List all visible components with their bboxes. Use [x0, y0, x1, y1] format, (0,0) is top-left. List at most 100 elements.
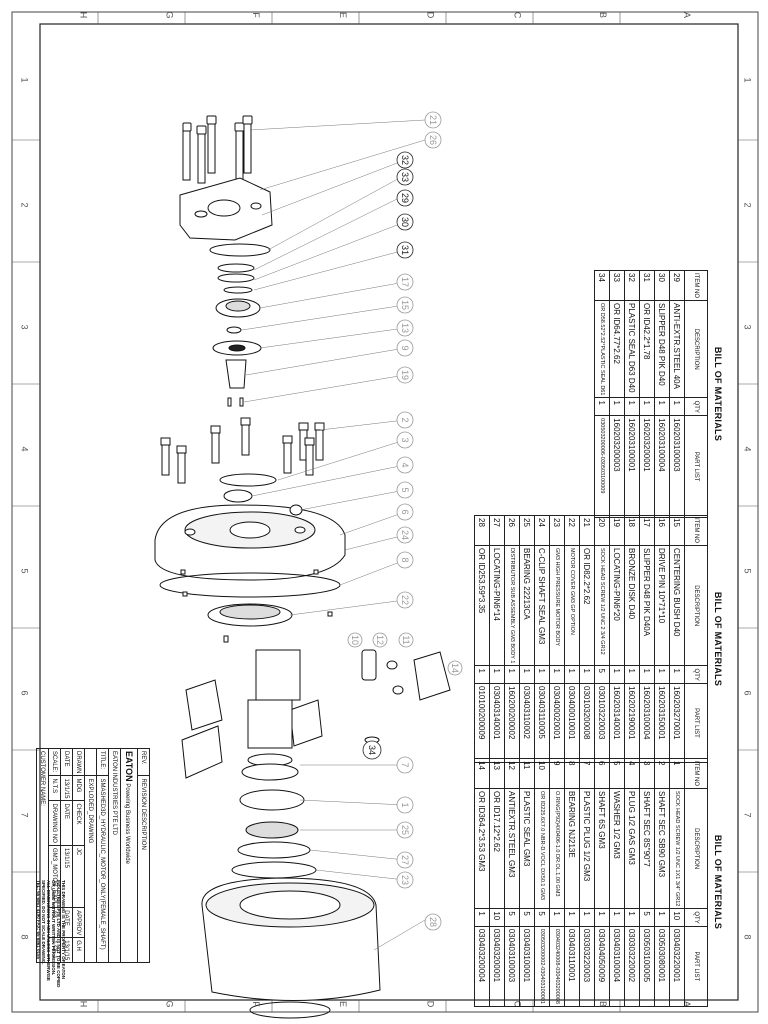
bom-part-no: 030400010001: [564, 683, 580, 763]
ruler-label: 7: [19, 812, 30, 818]
col-qty: QTY: [684, 908, 708, 927]
bom-qty: 10: [489, 908, 505, 927]
bom-item-no: 7: [579, 758, 595, 789]
bom-description: SHAFT 6S GM3: [594, 788, 610, 909]
bom-part-no: 030103200008: [579, 683, 595, 763]
bom-qty: 1: [549, 665, 565, 684]
col-item: ITEM NO: [684, 758, 708, 789]
ruler-label: 6: [19, 690, 30, 696]
bom-description: BEARING 22213CA: [519, 545, 535, 666]
top-bolts: [182, 115, 253, 184]
bom-item-no: 15: [669, 515, 685, 546]
bom-item-no: 14: [474, 758, 490, 789]
ruler-label: G: [164, 1000, 175, 1008]
bom-title: BILL OF MATERIALS: [713, 346, 723, 442]
bom-description: SLIPPER D48 PIK D40A: [639, 545, 655, 666]
ruler-label: H: [78, 1000, 89, 1008]
bom-item-no: 5: [609, 758, 625, 789]
bom-table-1: BILL OF MATERIALS ITEM NO DESCRIPTION QT…: [474, 758, 728, 1007]
bom-description: ANTIEXTR.STEEL GM3: [504, 788, 520, 909]
bom-part-no: 030503100005: [639, 926, 655, 1007]
bom-item-no: 6: [594, 758, 610, 789]
bom-description: O.RING(P92)4X0406-1.0 DR.OL.1.00 GM3: [549, 788, 565, 909]
drawing-no-label: DRAWING NO: [48, 800, 61, 846]
svg-text:23: 23: [400, 875, 410, 885]
col-part: PART LIST: [684, 415, 708, 518]
bom-qty: 10: [669, 908, 685, 927]
ruler-label: 8: [742, 934, 753, 940]
svg-text:3: 3: [400, 437, 410, 442]
company-name: EATON INDUSTRIES PTE LTD: [108, 748, 121, 963]
bom-qty: 1: [609, 908, 625, 927]
bom-qty: 1: [504, 665, 520, 684]
bom-description: DRIVE PIN 10*71*10: [654, 545, 670, 666]
col-qty: QTY: [684, 397, 708, 416]
bom-item-no: 4: [624, 758, 640, 789]
bom-qty: 1: [624, 665, 640, 684]
note-line: ALL DIMENSIONS IN MM UNLESS OTHERWISE: [46, 880, 51, 981]
bom-item-no: 28: [474, 515, 490, 546]
svg-text:9: 9: [400, 345, 410, 350]
bom-qty: 1: [669, 397, 685, 416]
bom-description: WASHER 1/2 GM3: [609, 788, 625, 909]
bom-qty: 1: [654, 908, 670, 927]
bom-part-no: 030503200002-030403100001: [534, 926, 550, 1007]
bom-qty: 1: [639, 665, 655, 684]
approv-value: G.H: [72, 937, 85, 963]
note-line: TEL: 65 6861 4190 FAX: 65 6861 0155: [36, 880, 41, 960]
bom-description: OR D58.52*2.52*PLASTIC SEAL D61: [594, 300, 610, 398]
bom-part-no: 030103220003: [594, 683, 610, 763]
bom-description: OR ID42.2*1.78: [639, 300, 655, 398]
bom-part-no: 160203140001: [609, 683, 625, 763]
bom-part-no: 030403110005: [534, 683, 550, 763]
bom-part-no: 030403100004: [609, 926, 625, 1007]
note-line: INDUSTRIES PTE LTD AND IS NOT TO BE COPI…: [56, 880, 61, 988]
balloon-callouts: 21 26 32 33 29 30 31 17 15 13 9 19 2 3 4…: [347, 111, 463, 931]
bom-part-no: 030503080001: [654, 926, 670, 1007]
bom-description: GM3 HIGH PRESSURE MOTOR BODY: [549, 545, 565, 666]
scale-label: SCALE:: [48, 748, 61, 776]
ruler-label: 2: [19, 202, 30, 208]
bom-part-no: 160203270001: [669, 683, 685, 763]
ruler-label: 8: [19, 934, 30, 940]
bom-item-no: 24: [534, 515, 550, 546]
ruler-label: A: [682, 11, 693, 19]
bom-qty: 1: [489, 665, 505, 684]
drawing-subtitle: EXPLODED_DRAWING: [84, 775, 97, 963]
ruler-label: F: [250, 1001, 261, 1007]
svg-text:27: 27: [400, 855, 410, 865]
bom-part-no: 160203100004: [639, 683, 655, 763]
bom-item-no: 26: [504, 515, 520, 546]
ruler-label: D: [425, 1000, 436, 1008]
bom-table-2: BILL OF MATERIALS ITEM NO DESCRIPTION QT…: [474, 515, 728, 763]
svg-text:8: 8: [400, 557, 410, 562]
bom-description: OR ID82.2*2.62: [579, 545, 595, 666]
bom-item-no: 23: [549, 515, 565, 546]
ruler-label: 1: [742, 77, 753, 83]
bom-part-no: 030403240008-030403200008: [549, 926, 565, 1007]
col-part: PART LIST: [684, 683, 708, 763]
svg-text:22: 22: [400, 595, 410, 605]
bom-description: DISTRIBUTOR SUB ASSEMBLY GM3 BODY 1: [504, 545, 520, 666]
bom-title: BILL OF MATERIALS: [713, 834, 723, 930]
svg-text:28: 28: [428, 917, 438, 927]
ruler-label: D: [425, 11, 436, 19]
bom-part-no: 160203100004: [654, 415, 670, 518]
bom-part-no: 160203100001: [624, 415, 640, 518]
approv-label: APPROV: [72, 907, 85, 938]
bom-item-no: 25: [519, 515, 535, 546]
title-label: TITLE:: [96, 748, 109, 776]
